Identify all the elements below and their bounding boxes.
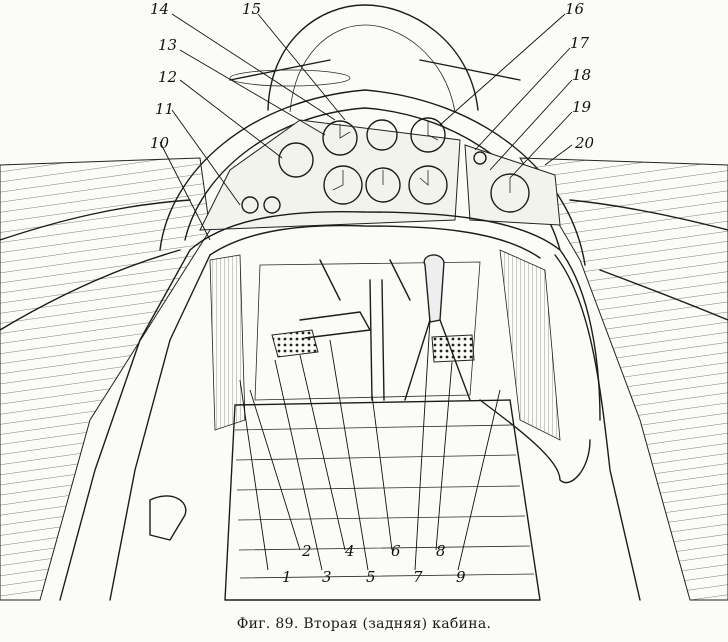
callout-3: 3 [322, 568, 332, 586]
gauge-2 [366, 119, 398, 151]
callout-5: 5 [366, 568, 376, 586]
cockpit-rim [59, 210, 641, 601]
gauge-1 [322, 120, 358, 156]
callout-1: 1 [282, 568, 292, 586]
callout-4: 4 [344, 542, 355, 560]
figure-caption: Фиг. 89. Вторая (задняя) кабина. [236, 616, 492, 632]
callout-8: 8 [436, 542, 446, 560]
cockpit-drawing: 1 2 3 4 5 6 7 8 9 10 11 12 13 14 15 16 1… [0, 0, 728, 601]
callout-17: 17 [570, 34, 590, 52]
gauge-3 [410, 117, 446, 153]
callout-numbers: 1 2 3 4 5 6 7 8 9 10 11 12 13 14 15 16 1… [150, 0, 595, 586]
callout-2: 2 [301, 542, 312, 560]
leader-lines [159, 13, 573, 571]
callout-9: 9 [456, 568, 466, 586]
fuselage-deck-left [0, 157, 211, 601]
callout-14: 14 [150, 0, 169, 18]
callout-13: 13 [158, 36, 177, 54]
cockpit-interior [149, 249, 591, 601]
gauge-6 [365, 167, 401, 203]
gauge-7 [408, 165, 448, 205]
gauge-5 [323, 165, 363, 205]
fuselage-deck-right [519, 157, 728, 601]
control-stick [423, 254, 445, 323]
callout-20: 20 [574, 134, 595, 152]
callout-12: 12 [158, 68, 177, 86]
left-pedal [271, 329, 319, 358]
callout-11: 11 [155, 100, 174, 118]
callout-19: 19 [572, 98, 592, 116]
callout-7: 7 [413, 568, 423, 586]
gauge-4 [278, 142, 314, 178]
callout-6: 6 [391, 542, 401, 560]
gauge-8 [490, 173, 530, 213]
instrument-panel [159, 89, 586, 266]
right-pedal [431, 334, 475, 363]
callout-10: 10 [150, 134, 170, 152]
callout-16: 16 [565, 0, 585, 18]
windscreen [229, 4, 521, 113]
callout-15: 15 [242, 0, 261, 18]
callout-18: 18 [572, 66, 591, 84]
